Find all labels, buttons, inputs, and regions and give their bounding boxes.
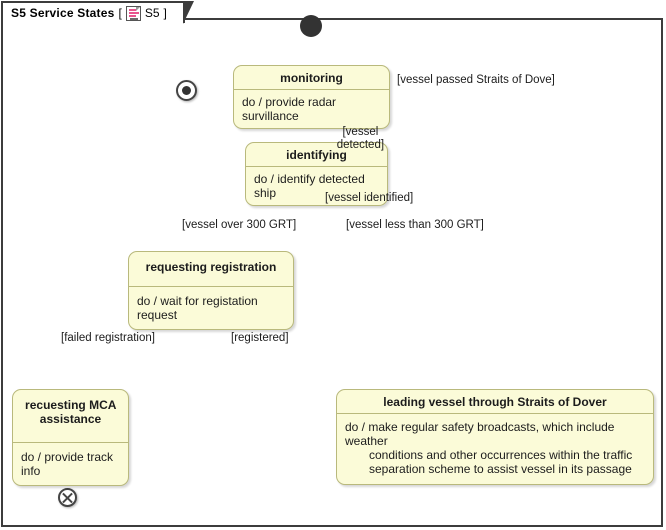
state-name: monitoring — [280, 71, 343, 85]
state-divider — [129, 286, 293, 287]
state-requesting-mca-assistance[interactable]: recuesting MCA assistance do / provide t… — [12, 389, 129, 486]
state-activity-line-3: separation scheme to assist vessel in it… — [369, 462, 632, 476]
state-divider — [234, 89, 389, 90]
state-divider — [337, 413, 653, 414]
terminate-node[interactable] — [58, 488, 77, 507]
guard-vessel-detected: [vessel detected] — [319, 113, 389, 165]
state-activity: do / make regular safety broadcasts, whi… — [337, 414, 653, 484]
state-requesting-registration[interactable]: requesting registration do / wait for re… — [128, 251, 294, 330]
diagram-id-label: S5 — [144, 6, 160, 20]
state-activity: do / identify detected ship — [254, 172, 365, 200]
state-name: identifying — [286, 148, 347, 162]
state-identifying[interactable]: identifying do / identify detected ship — [245, 142, 388, 206]
initial-node[interactable] — [300, 15, 322, 37]
state-monitoring[interactable]: monitoring do / provide radar survillanc… — [233, 65, 390, 129]
final-state-node[interactable] — [176, 80, 197, 101]
state-activity: do / wait for registation request — [137, 294, 258, 322]
state-activity: do / provide radar survillance — [242, 95, 337, 123]
page-title: S5 Service States — [11, 6, 115, 20]
guard-line-2: detected] — [336, 139, 385, 151]
state-activity-line-2: conditions and other occurrences within … — [369, 448, 633, 462]
state-activity-line-1: do / make regular safety broadcasts, whi… — [345, 420, 615, 448]
guard-vessel-over-300-grt: [vessel over 300 GRT] — [182, 219, 297, 231]
state-diagram-icon — [125, 5, 141, 21]
state-activity: do / provide track info — [21, 450, 114, 478]
bracket-close: ] — [163, 6, 167, 20]
state-name-line-1: recuesting MCA — [25, 398, 116, 412]
guard-vessel-passed-straits-of-dove: [vessel passed Straits of Dove] — [397, 74, 555, 86]
state-divider — [13, 442, 128, 443]
state-leading-vessel[interactable]: leading vessel through Straits of Dover … — [336, 389, 654, 485]
guard-registered: [registered] — [231, 332, 289, 344]
state-name: recuesting MCA assistance — [13, 390, 128, 442]
guard-line-1: [vessel — [342, 126, 379, 138]
diagram-title-tab[interactable]: S5 Service States [ S5 ] — [1, 1, 194, 24]
guard-vessel-identified: [vessel identified] — [325, 192, 414, 204]
guard-failed-registration: [failed registration] — [61, 332, 155, 344]
state-name: requesting registration — [145, 260, 277, 274]
state-name-line-2: assistance — [39, 412, 102, 426]
guard-vessel-less-than-300-grt: [vessel less than 300 GRT] — [346, 219, 484, 231]
bracket-open: [ — [118, 6, 122, 20]
state-name: leading vessel through Straits of Dover — [383, 395, 607, 409]
state-divider — [246, 166, 387, 167]
